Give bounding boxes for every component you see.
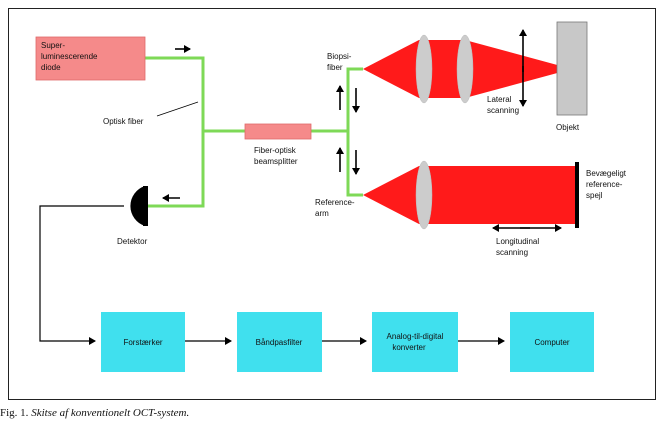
adc-label-1: Analog-til-digital	[387, 332, 444, 341]
superluminescent-diode	[35, 36, 146, 81]
optical-fiber-network	[145, 56, 363, 208]
lateral-scanning-label-1: Lateral	[487, 95, 512, 104]
moving-reference-mirror	[575, 162, 579, 228]
amplifier-block	[101, 312, 185, 372]
sample-lens-2	[456, 34, 474, 104]
optical-fiber-pointer	[156, 101, 199, 117]
fiber-optic-beamsplitter	[244, 123, 312, 140]
amplifier-label: Forstærker	[123, 338, 162, 347]
computer-label: Computer	[534, 338, 569, 347]
fiber-reference-arm	[346, 131, 363, 197]
optical-fiber-label: Optisk fiber	[103, 117, 144, 126]
mirror-label-3: spejl	[586, 191, 603, 200]
bandpass-filter-label: Båndpasfilter	[256, 338, 303, 347]
caption-number: Fig. 1.	[0, 407, 29, 419]
fiber-detector-to-splitter	[148, 131, 205, 208]
detector-label: Detektor	[117, 237, 148, 246]
detector-face	[143, 186, 148, 226]
figure-caption: Fig. 1. Skitse af konventionelt OCT-syst…	[0, 407, 189, 419]
reference-lens	[415, 160, 433, 230]
longitudinal-scanning-label-1: Longitudinal	[496, 237, 539, 246]
computer-block	[510, 312, 594, 372]
beamsplitter-label-1: Fiber-optisk	[254, 146, 297, 155]
beamsplitter-label-2: beamsplitter	[254, 157, 298, 166]
source-label-2: luminescerende	[41, 52, 98, 61]
source-label-3: diode	[41, 63, 61, 72]
sample-lens-1	[415, 34, 433, 104]
detector-icon	[130, 186, 145, 226]
reference-arm-label-2: arm	[315, 209, 329, 218]
source-label-1: Super-	[41, 41, 65, 50]
signal-line-detector	[39, 205, 124, 345]
oct-diagram: Super- luminescerende diode Optisk fiber…	[35, 21, 627, 372]
caption-text: Skitse af konventionelt OCT-system.	[31, 407, 190, 419]
object	[556, 21, 588, 116]
biopsy-fiber-label-1: Biopsi-	[327, 52, 352, 61]
mirror-label-2: reference-	[586, 180, 623, 189]
fiber-biopsy	[346, 67, 363, 131]
biopsy-fiber-label-2: fiber	[327, 63, 343, 72]
mirror-label-1: Bevægeligt	[586, 169, 627, 178]
object-label: Objekt	[556, 123, 580, 132]
bandpass-filter-block	[237, 312, 322, 372]
adc-block	[372, 312, 458, 372]
longitudinal-scanning-label-2: scanning	[496, 248, 528, 257]
fiber-source-to-splitter	[145, 56, 245, 133]
reference-beam	[363, 166, 575, 224]
reference-arm-label-1: Reference-	[315, 198, 355, 207]
adc-label-2: konverter	[392, 343, 426, 352]
lateral-scanning-label-2: scanning	[487, 106, 519, 115]
